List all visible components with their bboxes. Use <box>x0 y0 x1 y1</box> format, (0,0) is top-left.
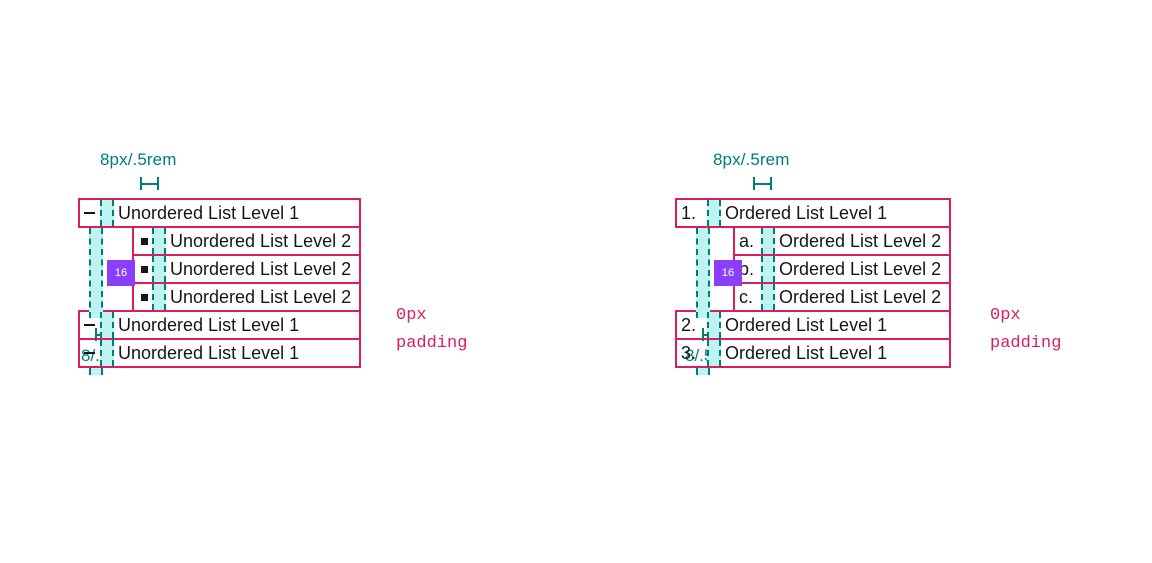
list-item-label: Unordered List Level 1 <box>118 203 300 223</box>
indent-guide-stub <box>89 368 103 375</box>
list-marker-letter: a. <box>739 231 755 251</box>
padding-guide-band <box>707 312 721 338</box>
padding-guide-band <box>152 228 166 254</box>
list-item-label: Ordered List Level 2 <box>779 259 942 279</box>
padding-guide-band <box>100 200 114 226</box>
list-item-label: Ordered List Level 1 <box>725 203 888 223</box>
padding-annotation: 0px padding <box>396 306 468 354</box>
list-marker-number: 3. <box>681 343 697 363</box>
indent-size-badge: 16 <box>107 260 135 286</box>
list-item-row[interactable]: a. Ordered List Level 2 <box>733 226 952 256</box>
list-item-label: Unordered List Level 2 <box>170 231 352 251</box>
padding-annotation: 0px padding <box>990 306 1062 354</box>
padding-guide-band <box>761 228 775 254</box>
indent-guide-stub <box>696 368 710 375</box>
padding-guide-band <box>100 312 114 338</box>
indent-guide-column <box>89 228 103 318</box>
list-marker-letter: b. <box>739 259 755 279</box>
list-item-label: Ordered List Level 1 <box>725 343 888 363</box>
list-item-row[interactable]: Unordered List Level 2 <box>132 226 362 256</box>
list-item-label: Unordered List Level 2 <box>170 287 352 307</box>
list-item-row[interactable]: Unordered List Level 1 <box>78 338 362 368</box>
caliper-icon <box>140 177 159 190</box>
padding-guide-band <box>152 256 166 282</box>
padding-guide-band <box>707 200 721 226</box>
list-item-row[interactable]: 2. Ordered List Level 1 <box>675 310 952 340</box>
list-item-label: Unordered List Level 2 <box>170 259 352 279</box>
list-marker-number: 2. <box>681 315 697 335</box>
list-marker-letter: c. <box>739 287 754 307</box>
square-bullet-icon <box>134 237 152 245</box>
list-item-row[interactable]: Unordered List Level 2 <box>132 282 362 312</box>
ordered-list-frame: 1. Ordered List Level 1 a. Ordered List … <box>675 198 1061 375</box>
list-item-row[interactable]: Unordered List Level 2 <box>132 254 362 284</box>
list-item-label: Ordered List Level 2 <box>779 231 942 251</box>
dash-bullet-icon <box>80 324 100 326</box>
padding-guide-band <box>761 256 775 282</box>
list-item-row[interactable]: Unordered List Level 1 <box>78 310 362 340</box>
top-spacing-annotation: 8px/.5rem <box>675 150 951 198</box>
list-marker-number: 1. <box>681 203 697 223</box>
list-item-label: Unordered List Level 1 <box>118 343 300 363</box>
top-spacing-annotation: 8px/.5rem <box>78 150 361 198</box>
list-item-label: Ordered List Level 1 <box>725 315 888 335</box>
caliper-icon <box>753 177 772 190</box>
dash-bullet-icon <box>80 352 100 354</box>
list-item-row[interactable]: 1. Ordered List Level 1 <box>675 198 952 228</box>
dash-bullet-icon <box>80 212 100 214</box>
list-item-row[interactable]: Unordered List Level 1 <box>78 198 362 228</box>
padding-guide-band <box>152 284 166 310</box>
bottom-spacing-label: 8/.5 <box>685 346 714 365</box>
indent-size-badge: 16 <box>714 260 742 286</box>
unordered-list-frame: Unordered List Level 1 Unordered List Le… <box>78 198 467 375</box>
padding-guide-band <box>100 340 114 366</box>
list-item-row[interactable]: b. Ordered List Level 2 <box>733 254 952 284</box>
ordered-list-spec: 8px/.5rem 1. Ordered List Level 1 a. Ord… <box>675 150 1061 375</box>
top-spacing-label: 8px/.5rem <box>713 150 790 169</box>
padding-guide-band <box>707 340 721 366</box>
list-item-row[interactable]: 3. Ordered List Level 1 <box>675 338 952 368</box>
square-bullet-icon <box>134 293 152 301</box>
list-item-label: Unordered List Level 1 <box>118 315 300 335</box>
list-item-row[interactable]: c. Ordered List Level 2 <box>733 282 952 312</box>
padding-guide-band <box>761 284 775 310</box>
square-bullet-icon <box>134 265 152 273</box>
list-item-label: Ordered List Level 2 <box>779 287 942 307</box>
top-spacing-label: 8px/.5rem <box>100 150 177 169</box>
indent-guide-column <box>696 228 710 318</box>
unordered-list-spec: 8px/.5rem Unordered List Level 1 Unorder… <box>78 150 467 375</box>
